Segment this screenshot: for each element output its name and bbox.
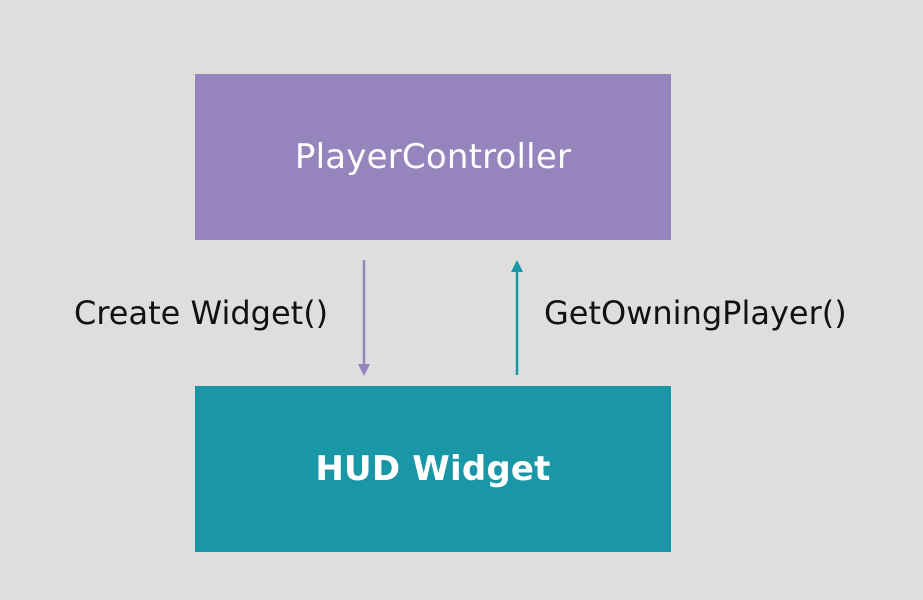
create-widget-label: Create Widget() (74, 294, 329, 332)
hud-widget-box: HUD Widget (195, 386, 671, 552)
player-controller-box: PlayerController (195, 74, 671, 240)
get-owning-player-label: GetOwningPlayer() (544, 294, 847, 332)
create-widget-arrow (358, 260, 370, 376)
get-owning-player-arrow (511, 260, 523, 375)
player-controller-label: PlayerController (294, 137, 572, 177)
hud-widget-label: HUD Widget (315, 449, 551, 489)
